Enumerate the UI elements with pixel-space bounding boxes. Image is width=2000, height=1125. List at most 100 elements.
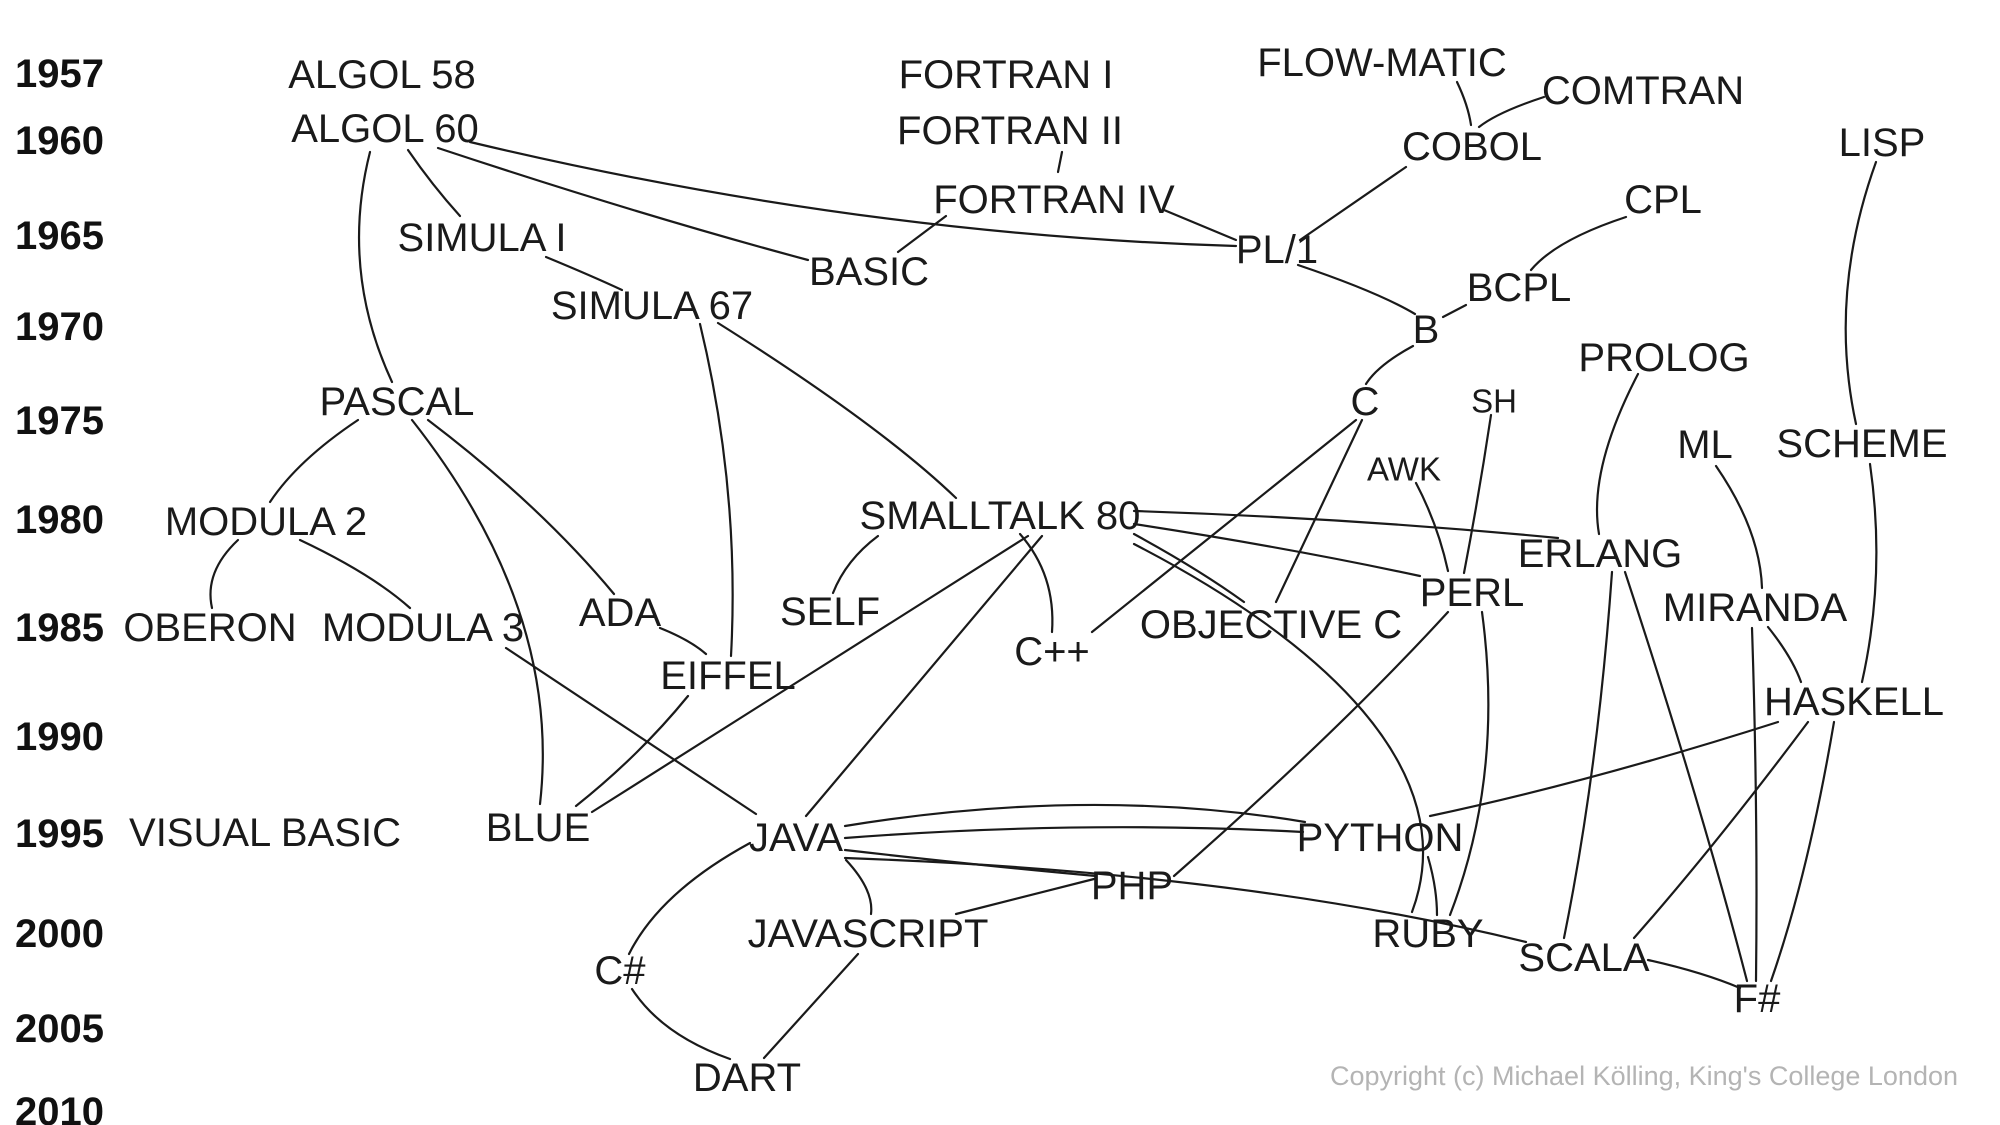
- edge-smalltalk-80-to-perl: [1132, 522, 1422, 578]
- edge-smalltalk-80-to-self: [831, 534, 880, 595]
- edge-modula-2-to-oberon: [209, 538, 240, 610]
- edge-erlang-to-f: [1623, 570, 1749, 983]
- node-self: SELF: [780, 590, 880, 634]
- node-algol-60: ALGOL 60: [291, 107, 479, 151]
- node-f: F#: [1734, 977, 1781, 1021]
- node-c: C#: [594, 949, 646, 993]
- edge-smalltalk-80-to-blue: [590, 534, 1030, 814]
- year-label-1975: 1975: [15, 399, 104, 443]
- node-perl: PERL: [1420, 571, 1525, 615]
- edge-perl-to-ruby: [1448, 610, 1490, 917]
- edge-ml-to-miranda: [1714, 464, 1764, 590]
- node-simula-67: SIMULA 67: [551, 284, 753, 328]
- year-label-1960: 1960: [15, 119, 104, 163]
- node-cobol: COBOL: [1402, 125, 1542, 169]
- node-oberon: OBERON: [123, 606, 296, 650]
- edge-algol-60-to-simula-i: [406, 148, 462, 218]
- edge-modula-3-to-java: [504, 646, 758, 816]
- node-fortran-iv: FORTRAN IV: [933, 178, 1175, 222]
- edge-b-to-c: [1364, 344, 1415, 386]
- node-pl-1: PL/1: [1236, 228, 1318, 272]
- year-label-2010: 2010: [15, 1090, 104, 1125]
- timeline-years: 1957196019651970197519801985199019952000…: [15, 52, 104, 1125]
- edge-bcpl-to-b: [1441, 303, 1468, 319]
- node-c: C: [1351, 380, 1380, 424]
- node-objective-c: OBJECTIVE C: [1140, 603, 1402, 647]
- node-b: B: [1413, 308, 1440, 352]
- edge-smalltalk-80-to-java: [804, 534, 1044, 818]
- year-label-2000: 2000: [15, 912, 104, 956]
- edge-java-to-scala: [843, 856, 1528, 944]
- edge-erlang-to-scala: [1562, 570, 1614, 940]
- node-java: JAVA: [749, 816, 843, 860]
- edge-algol-60-to-basic: [436, 146, 810, 262]
- node-sh: SH: [1471, 383, 1517, 420]
- edge-smalltalk-80-to-objective-c: [1132, 532, 1246, 604]
- edge-basic-to-fortran-iv: [896, 214, 948, 254]
- node-dart: DART: [693, 1056, 801, 1100]
- edge-cobol-to-pl-1: [1298, 165, 1408, 242]
- edge-prolog-to-erlang: [1595, 372, 1640, 536]
- edge-pl-1-to-b: [1296, 263, 1417, 316]
- node-scala: SCALA: [1518, 936, 1649, 980]
- edge-comtran-to-cobol: [1477, 95, 1546, 129]
- node-haskell: HASKELL: [1764, 680, 1944, 724]
- node-prolog: PROLOG: [1578, 336, 1749, 380]
- influence-edges: [209, 80, 1878, 1061]
- node-javascript: JAVASCRIPT: [748, 912, 989, 956]
- edge-sh-to-perl: [1462, 413, 1493, 575]
- node-php: PHP: [1091, 864, 1173, 908]
- node-pascal: PASCAL: [320, 380, 475, 424]
- edge-scala-to-f: [1646, 958, 1742, 990]
- copyright: Copyright (c) Michael Kölling, King's Co…: [1330, 1061, 1958, 1091]
- edge-lisp-to-scheme: [1844, 160, 1878, 426]
- edge-haskell-to-python: [1428, 720, 1780, 818]
- edge-miranda-to-haskell: [1766, 625, 1803, 684]
- node-erlang: ERLANG: [1518, 532, 1683, 576]
- node-scheme: SCHEME: [1776, 422, 1947, 466]
- edge-algol-60-to-pascal: [357, 150, 394, 384]
- year-label-1970: 1970: [15, 305, 104, 349]
- edge-python-to-ruby: [1426, 855, 1439, 917]
- edge-javascript-to-dart: [762, 952, 860, 1060]
- edge-ada-to-eiffel: [658, 626, 708, 656]
- year-label-1980: 1980: [15, 498, 104, 542]
- edge-pascal-to-modula-2: [268, 418, 360, 504]
- edge-pascal-to-ada: [426, 418, 616, 596]
- node-bcpl: BCPL: [1467, 266, 1572, 310]
- node-ruby: RUBY: [1372, 912, 1483, 956]
- node-visual-basic: VISUAL BASIC: [129, 811, 401, 855]
- year-label-1965: 1965: [15, 214, 104, 258]
- node-cpl: CPL: [1624, 178, 1702, 222]
- edge-java-to-c: [627, 841, 752, 956]
- year-label-1985: 1985: [15, 606, 104, 650]
- edge-pascal-to-blue: [410, 418, 544, 806]
- edge-haskell-to-scala: [1632, 720, 1810, 940]
- edge-scheme-to-haskell: [1860, 462, 1878, 684]
- edge-smalltalk-80-to-erlang: [1132, 509, 1560, 540]
- edge-simula-i-to-simula-67: [544, 255, 624, 292]
- edge-c-to-c: [1090, 418, 1358, 634]
- node-c: C++: [1014, 630, 1090, 674]
- year-label-1957: 1957: [15, 52, 104, 96]
- node-lisp: LISP: [1839, 121, 1926, 165]
- edge-eiffel-to-blue: [574, 694, 690, 808]
- edge-java-to-python: [843, 826, 1305, 840]
- edge-cpl-to-bcpl: [1529, 215, 1628, 272]
- node-smalltalk-80: SMALLTALK 80: [860, 494, 1141, 538]
- edge-miranda-to-f: [1750, 626, 1758, 983]
- edge-haskell-to-f: [1769, 720, 1836, 983]
- node-flow-matic: FLOW-MATIC: [1257, 41, 1507, 85]
- edge-fortran-ii-to-fortran-iv: [1056, 150, 1064, 174]
- edge-c-to-objective-c: [1274, 418, 1364, 604]
- node-modula-2: MODULA 2: [165, 500, 367, 544]
- node-eiffel: EIFFEL: [660, 654, 796, 698]
- edge-java-to-python: [843, 803, 1307, 828]
- edge-fortran-iv-to-pl-1: [1162, 208, 1238, 242]
- edge-smalltalk-80-to-ruby: [1132, 542, 1425, 914]
- node-comtran: COMTRAN: [1542, 69, 1744, 113]
- edge-modula-2-to-modula-3: [298, 538, 412, 610]
